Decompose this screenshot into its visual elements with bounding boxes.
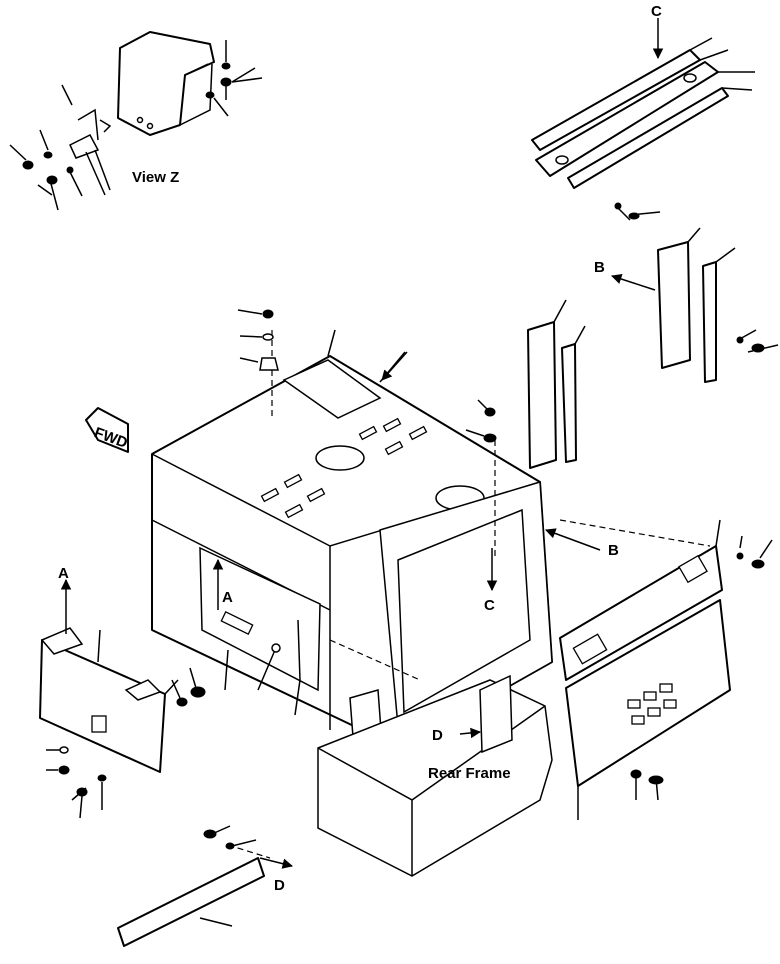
top-right-rail-assembly: C [531,3,755,221]
side-plate-middle [527,321,557,469]
callout-c-top: C [651,3,662,20]
callout-a-window: A [222,589,233,606]
right-panel-b: B [545,519,773,681]
top-access-plate [282,359,382,419]
view-z-bracket-cover [117,31,215,136]
side-bracket-b: B [594,227,779,383]
side-strip-b [702,261,717,383]
left-side-panel [39,639,166,773]
callout-b-upper: B [594,259,605,276]
view-z-detail: View Z [9,31,263,211]
forward-arrow-icon: FWD [85,407,130,453]
view-z-clip [69,108,100,159]
dashed-leaders [227,330,711,859]
callout-a-left: A [58,565,69,582]
callout-d-bottom: D [274,877,285,894]
bottom-mounting-bar [117,857,265,947]
callout-c-center: C [484,597,495,614]
callout-d-rear: D [432,727,443,744]
hood-slots [260,417,428,519]
rear-frame: Rear Frame D [317,674,553,877]
side-access-window [199,546,321,692]
right-lower-panel [565,599,731,820]
bottom-bar-d: D [117,825,294,947]
side-strip-middle [561,343,577,463]
lower-rail [567,87,729,189]
view-z-fasteners [22,62,232,185]
hood-top-fasteners: C [237,309,498,614]
side-bracket-middle [527,299,586,469]
side-plate-b [657,241,691,369]
rear-frame-label: Rear Frame [428,765,511,782]
callout-b-lower: B [608,542,619,559]
left-panel-a: A A [39,558,233,819]
view-z-label: View Z [132,169,179,186]
